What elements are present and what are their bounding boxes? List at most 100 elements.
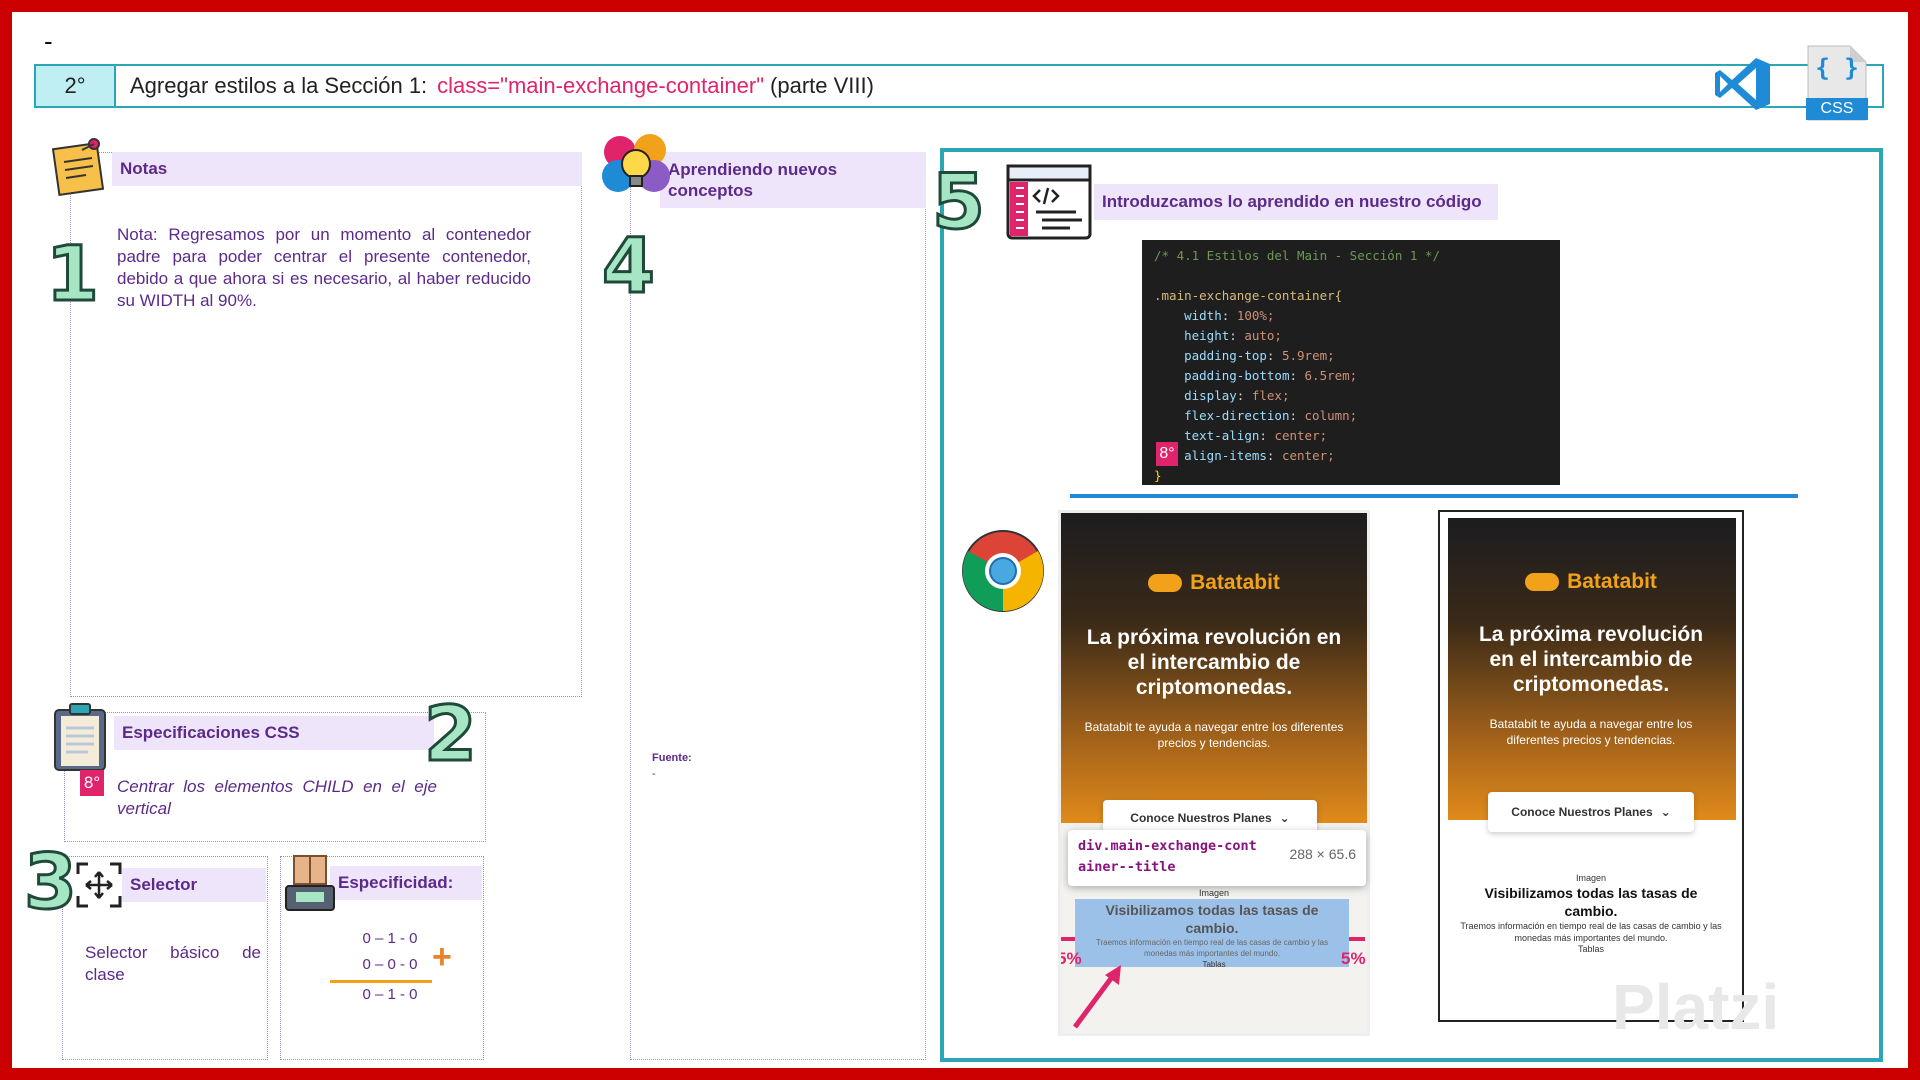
css-file-icon: { } CSS [1806,44,1868,122]
preview-hero [1061,513,1367,823]
preview-subtext: Batatabit te ayuda a navegar entre los d… [1084,720,1344,750]
code-window-icon [1006,164,1092,240]
vscode-icon [1715,58,1770,110]
code-line: padding-top: 5.9rem; [1184,348,1335,363]
especificidad-row-1: 0 – 1 - 0 [362,930,418,947]
aprendiendo-label: Aprendiendo nuevos conceptos [660,152,926,208]
code-value: 5.9rem; [1281,348,1335,363]
code-prop: height [1184,328,1230,343]
notas-text: Nota: Regresamos por un momento al conte… [117,225,531,310]
slide-header: 2° Agregar estilos a la Sección 1: class… [34,64,1884,108]
slide-dash: - [44,26,53,56]
code-prop: display [1184,388,1237,403]
result-image-label: Imagen [1575,873,1607,883]
result-brand-text: Batatabit [1567,570,1657,593]
especificaciones-text: Centrar los elementos CHILD en el eje ve… [117,777,437,818]
brand-logo-icon [1525,573,1560,592]
code-close-brace: } [1154,468,1162,483]
preview-section-title: Visibilizamos todas las tasas de cambio. [1105,902,1319,936]
result-headline: La próxima revolución en el intercambio … [1478,623,1704,696]
code-prop: padding-top [1184,348,1267,363]
pointer-arrow-icon [1072,965,1121,1029]
code-value: column; [1304,408,1358,423]
step-number-5: 5 [931,157,987,246]
codigo-panel [940,148,1883,1062]
code-editor: /* 4.1 Estilos del Main - Sección 1 */ .… [1142,240,1560,485]
selector-panel [62,856,268,1060]
tooltip-selector: div.main-exchange-cont ainer--title [1078,838,1257,875]
plus-icon: + [432,938,452,976]
divider-line [1070,494,1798,498]
title-class-name: class="main-exchange-container" [437,73,765,98]
preview-tables-label: Tablas [1202,960,1226,969]
code-prop: width [1184,308,1222,323]
selector-text: Selector básico de clase [85,943,261,984]
code-comment: /* 4.1 Estilos del Main - Sección 1 */ [1154,248,1440,263]
result-subtext: Batatabit te ayuda a navegar entre los d… [1489,717,1693,747]
preview-brand-text: Batatabit [1190,571,1280,594]
result-tables-label: Tablas [1577,944,1604,954]
code-blank-line [1154,266,1548,286]
margin-left-label: 5% [1058,949,1082,968]
preview-headline: La próxima revolución en el intercambio … [1086,626,1342,699]
code-value: flex; [1251,388,1290,403]
code-value: auto; [1244,328,1282,343]
result-plans-button[interactable]: Conoce Nuestros Planes ⌄ [1488,792,1694,832]
code-value: center; [1281,448,1335,463]
step-number-3: 3 [23,837,79,926]
preview-result: Batatabit La próxima revolución en el in… [1438,510,1744,1022]
result-brand: Batatabit [1440,570,1742,594]
inspected-element-highlight [1075,899,1349,967]
css-braces: { } [1815,54,1859,82]
css-badge: CSS [1806,98,1868,120]
result-button-label: Conoce Nuestros Planes [1511,805,1653,819]
code-prop: flex-direction [1184,408,1290,423]
selector-move-icon [76,862,122,908]
result-hero [1448,518,1736,820]
code-selector: .main-exchange-container{ [1154,288,1343,303]
especificaciones-label: Especificaciones CSS [114,716,434,750]
step-number-1: 1 [45,229,101,318]
margin-left-marker [1061,937,1075,941]
clipboard-icon [54,703,106,771]
code-line: padding-bottom: 6.5rem; [1184,368,1358,383]
devtools-tooltip: div.main-exchange-cont ainer--title 288 … [1068,830,1366,886]
codigo-label: Introduzcamos lo aprendido en nuestro có… [1094,184,1498,220]
step-number: 2° [36,66,116,106]
code-value: center; [1274,428,1328,443]
notas-label: Notas [112,152,582,186]
sticky-note-icon [52,138,105,196]
fuente-value: - [652,768,656,780]
tooltip-size: 288 × 65.6 [1289,846,1356,862]
code-prop: text-align [1184,428,1260,443]
code-line: text-align: center; [1184,428,1328,443]
preview-section-text: Traemos información en tiempo real de la… [1095,938,1329,958]
code-line: width: 100%; [1184,308,1275,323]
preview-devtools: Batatabit La próxima revolución en el in… [1058,510,1370,1036]
code-prop: align-items [1184,448,1267,463]
brain-bulb-icon [602,134,670,192]
aprendiendo-panel [630,152,926,1060]
preview-image-label: Imagen [1198,888,1230,898]
chevron-down-icon: ⌄ [1279,811,1290,825]
especificidad-sum-line [330,980,432,983]
fuente-label: Fuente: [652,752,692,764]
code-value: 100%; [1236,308,1275,323]
code-prop: padding-bottom [1184,368,1290,383]
plans-button-label: Conoce Nuestros Planes [1130,811,1272,825]
code-line: display: flex; [1184,388,1290,403]
platzi-watermark: Platzi [1612,971,1780,1043]
brand-logo-icon [1148,574,1183,593]
especificidad-label: Especificidad: [330,866,482,900]
preview-brand: Batatabit [1061,571,1367,595]
title-prefix: Agregar estilos a la Sección 1: [130,73,428,98]
selector-label: Selector [122,868,266,902]
especificidad-result: 0 – 1 - 0 [362,986,418,1003]
code-value: 6.5rem; [1304,368,1358,383]
chevron-down-icon: ⌄ [1660,805,1671,819]
margin-right-marker [1349,937,1365,941]
chrome-icon [962,530,1044,612]
code-line: align-items: center; [1184,448,1335,463]
especificidad-row-2: 0 – 0 - 0 [362,956,418,973]
